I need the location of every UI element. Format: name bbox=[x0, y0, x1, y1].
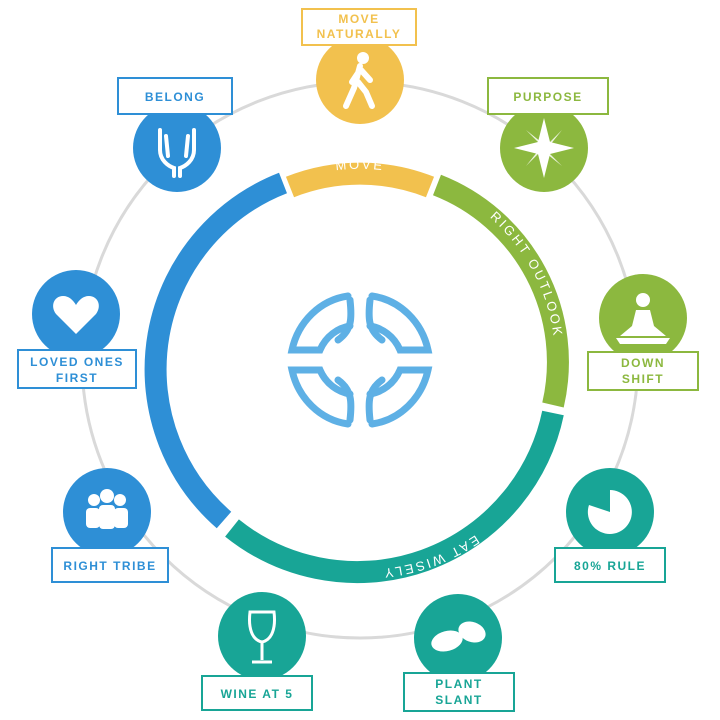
ring-segment-connect bbox=[144, 172, 288, 529]
heart-icon bbox=[53, 296, 99, 334]
node-belong bbox=[133, 104, 221, 192]
label-eighty-rule: 80% RULE bbox=[574, 559, 646, 573]
label-box-purpose: PURPOSE bbox=[487, 77, 609, 115]
label-boxes: MOVE NATURALLY PURPOSE DOWN SHIFT 80% RU… bbox=[17, 8, 699, 712]
label-down-shift-line-1: DOWN bbox=[621, 356, 665, 370]
node-eighty-rule bbox=[566, 468, 654, 556]
ring-segment-right-outlook bbox=[432, 174, 569, 408]
label-box-belong: BELONG bbox=[117, 77, 233, 115]
group-icon bbox=[86, 489, 128, 529]
open-hands-icon bbox=[158, 128, 196, 178]
label-right-tribe: RIGHT TRIBE bbox=[63, 559, 156, 573]
pie-80-icon bbox=[587, 490, 632, 534]
walking-person-icon bbox=[343, 52, 375, 109]
label-plant-slant-line-1: PLANT bbox=[435, 677, 483, 691]
beans-icon bbox=[431, 621, 486, 652]
label-belong: BELONG bbox=[145, 90, 205, 104]
label-down-shift-line-2: SHIFT bbox=[622, 372, 664, 386]
label-box-down-shift: DOWN SHIFT bbox=[587, 351, 699, 391]
node-purpose bbox=[500, 104, 588, 192]
wine-glass-icon bbox=[248, 610, 276, 664]
label-box-right-tribe: RIGHT TRIBE bbox=[51, 547, 169, 583]
label-loved-ones-first-line-2: FIRST bbox=[56, 371, 98, 385]
compass-star-icon bbox=[514, 118, 574, 178]
label-box-plant-slant: PLANT SLANT bbox=[403, 672, 515, 712]
ring-segment-eat-wisely bbox=[225, 410, 564, 584]
node-circle-wine-at-5 bbox=[218, 592, 306, 680]
label-loved-ones-first-line-1: LOVED ONES bbox=[30, 355, 124, 369]
label-move-naturally-line-2: NATURALLY bbox=[317, 27, 402, 41]
label-box-move-naturally: MOVE NATURALLY bbox=[301, 8, 417, 46]
label-box-eighty-rule: 80% RULE bbox=[554, 547, 666, 583]
ring-label-eat-wisely: EAT WISELY bbox=[381, 532, 482, 581]
node-plant-slant bbox=[414, 594, 502, 682]
inner-ring: MOVE RIGHT OUTLOOK EAT WISELY CONNECT bbox=[119, 157, 569, 584]
meditation-icon bbox=[616, 293, 670, 344]
node-down-shift bbox=[599, 274, 687, 362]
node-wine-at-5 bbox=[218, 592, 306, 680]
label-box-loved-ones-first: LOVED ONES FIRST bbox=[17, 349, 137, 389]
label-plant-slant-line-2: SLANT bbox=[435, 693, 483, 707]
label-move-naturally-line-1: MOVE bbox=[338, 12, 379, 26]
node-circle-belong bbox=[133, 104, 221, 192]
node-loved-ones-first bbox=[32, 270, 120, 358]
label-wine-at-5: WINE AT 5 bbox=[221, 687, 294, 701]
ring-segment-move bbox=[285, 162, 435, 198]
node-move-naturally bbox=[316, 36, 404, 124]
label-purpose: PURPOSE bbox=[513, 90, 582, 104]
node-right-tribe bbox=[63, 468, 151, 556]
blue-zones-logo-icon bbox=[287, 292, 433, 428]
ring-label-move: MOVE bbox=[335, 157, 385, 174]
label-box-wine-at-5: WINE AT 5 bbox=[201, 675, 313, 711]
